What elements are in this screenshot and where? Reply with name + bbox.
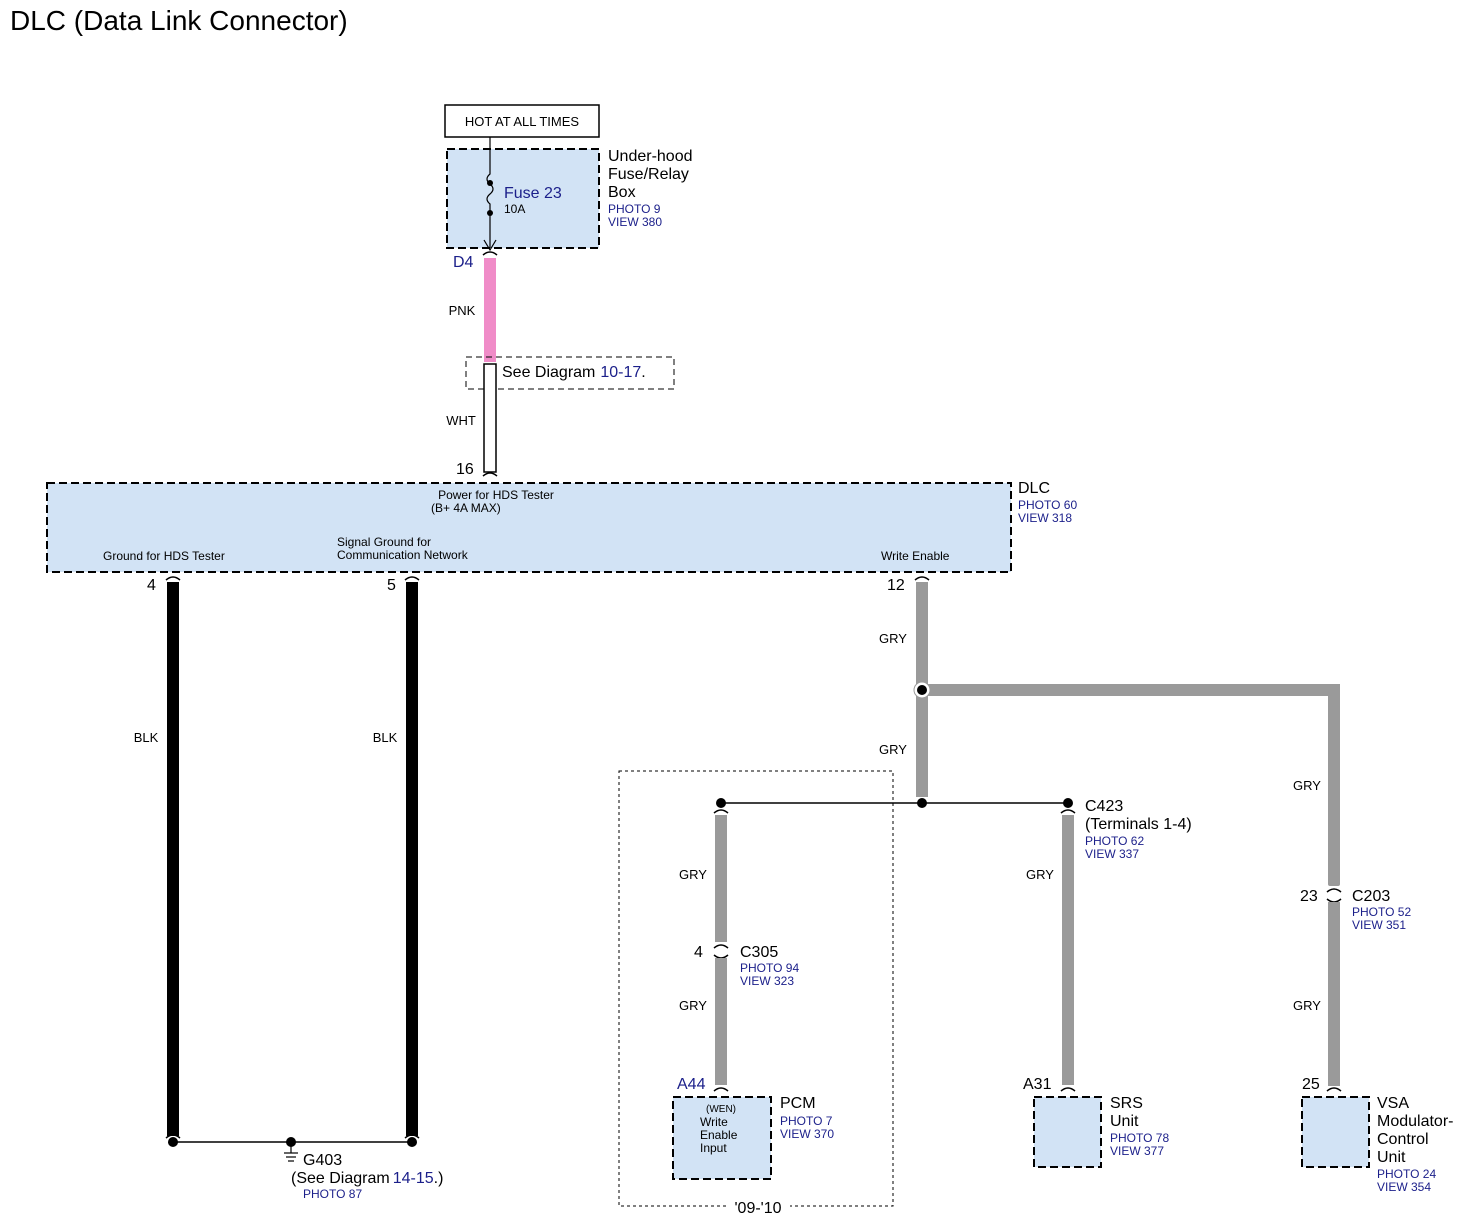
fuse-box-view: VIEW 380 bbox=[608, 215, 662, 229]
c423-view: VIEW 337 bbox=[1085, 847, 1139, 861]
dlc-signal-ground-2: Communication Network bbox=[337, 548, 469, 562]
c423-name: C423 bbox=[1085, 798, 1123, 815]
vsa-name-4: Unit bbox=[1377, 1149, 1406, 1166]
srs-box bbox=[1033, 1096, 1102, 1168]
srs-name-1: SRS bbox=[1110, 1095, 1143, 1112]
wire-gry-label-vsa-1: GRY bbox=[1293, 778, 1321, 793]
dlc-signal-ground-1: Signal Ground for bbox=[337, 535, 431, 549]
vsa-pin: 25 bbox=[1302, 1076, 1320, 1093]
dlc-photo: PHOTO 60 bbox=[1018, 498, 1077, 512]
wire-pnk bbox=[484, 258, 496, 362]
fuse-box bbox=[446, 148, 600, 249]
hot-label: HOT AT ALL TIMES bbox=[465, 114, 579, 129]
pcm-inner-2: Write bbox=[700, 1115, 728, 1129]
pcm-pin: A44 bbox=[677, 1076, 706, 1093]
wire-gry-vsa bbox=[1328, 902, 1340, 1086]
see-diagram-box bbox=[465, 356, 675, 390]
c203-name: C203 bbox=[1352, 888, 1390, 905]
wire-gry-srs bbox=[1062, 815, 1074, 1085]
ground-icon bbox=[284, 1142, 298, 1162]
fuse-rating: 10A bbox=[504, 202, 525, 216]
pcm-inner-3: Enable bbox=[700, 1128, 738, 1142]
diagram-title: DLC (Data Link Connector) bbox=[10, 5, 348, 36]
c423-terminals: (Terminals 1-4) bbox=[1085, 816, 1192, 833]
vsa-name-1: VSA bbox=[1377, 1095, 1409, 1112]
ground-photo: PHOTO 87 bbox=[303, 1187, 362, 1201]
c305-photo: PHOTO 94 bbox=[740, 961, 799, 975]
pcm-view: VIEW 370 bbox=[780, 1127, 834, 1141]
fuse-box-name-2: Fuse/Relay bbox=[608, 166, 689, 183]
c203-pin: 23 bbox=[1300, 888, 1318, 905]
ground-name: G403 bbox=[303, 1152, 342, 1169]
fuse-box-photo: PHOTO 9 bbox=[608, 202, 661, 216]
pcm-inner-4: Input bbox=[700, 1141, 727, 1155]
fuse-box-name-1: Under-hood bbox=[608, 148, 693, 165]
dlc-view: VIEW 318 bbox=[1018, 511, 1072, 525]
pcm-box bbox=[672, 1096, 772, 1180]
dlc-pin-5: 5 bbox=[387, 577, 396, 594]
wire-blk-label-1: BLK bbox=[134, 730, 159, 745]
wire-wht-label: WHT bbox=[446, 413, 476, 428]
wire-blk-ground bbox=[167, 582, 179, 1136]
fuse-box-name-3: Box bbox=[608, 184, 636, 201]
fuse-pin: D4 bbox=[453, 254, 474, 271]
wire-gry-label-pcm-2: GRY bbox=[679, 998, 707, 1013]
dlc-pin-4: 4 bbox=[147, 577, 156, 594]
pcm-photo: PHOTO 7 bbox=[780, 1114, 833, 1128]
dlc-write-enable: Write Enable bbox=[881, 549, 950, 563]
srs-view: VIEW 377 bbox=[1110, 1144, 1164, 1158]
srs-photo: PHOTO 78 bbox=[1110, 1131, 1169, 1145]
dlc-power-1: Power for HDS Tester bbox=[438, 488, 554, 502]
vsa-box bbox=[1301, 1096, 1370, 1168]
wire-gry-label-pcm-1: GRY bbox=[679, 867, 707, 882]
wire-gry-label-vsa-2: GRY bbox=[1293, 998, 1321, 1013]
wire-pnk-label: PNK bbox=[449, 303, 476, 318]
dlc-pin-12: 12 bbox=[887, 577, 905, 594]
wire-gry-label-srs: GRY bbox=[1026, 867, 1054, 882]
dlc-box bbox=[46, 482, 1012, 573]
dlc-pin-16: 16 bbox=[456, 461, 474, 478]
wire-gry-pcm-1 bbox=[715, 815, 727, 942]
vsa-view: VIEW 354 bbox=[1377, 1180, 1431, 1194]
wire-gry-pcm-2 bbox=[715, 958, 727, 1085]
fuse-symbol-icon bbox=[486, 160, 494, 216]
wire-wht bbox=[483, 363, 497, 473]
c203-photo: PHOTO 52 bbox=[1352, 905, 1411, 919]
wire-gry-label-trunk-2: GRY bbox=[879, 742, 907, 757]
c305-view: VIEW 323 bbox=[740, 974, 794, 988]
vsa-photo: PHOTO 24 bbox=[1377, 1167, 1436, 1181]
wire-gry-branch-vsa bbox=[922, 684, 1340, 696]
srs-pin: A31 bbox=[1023, 1076, 1052, 1093]
wire-blk-label-2: BLK bbox=[373, 730, 398, 745]
c203-view: VIEW 351 bbox=[1352, 918, 1406, 932]
srs-name-2: Unit bbox=[1110, 1113, 1139, 1130]
fuse-name: Fuse 23 bbox=[504, 185, 562, 202]
wire-gry-label-trunk: GRY bbox=[879, 631, 907, 646]
c423-photo: PHOTO 62 bbox=[1085, 834, 1144, 848]
vsa-name-3: Control bbox=[1377, 1131, 1429, 1148]
vsa-name-2: Modulator- bbox=[1377, 1113, 1453, 1130]
wire-blk-signal bbox=[406, 582, 418, 1136]
year-label: '09-'10 bbox=[734, 1200, 781, 1217]
pcm-name: PCM bbox=[780, 1095, 816, 1112]
arrow-icon bbox=[483, 239, 497, 252]
c305-name: C305 bbox=[740, 944, 778, 961]
dlc-power-2: (B+ 4A MAX) bbox=[431, 501, 501, 515]
c305-pin: 4 bbox=[694, 944, 703, 961]
pcm-inner-1: (WEN) bbox=[706, 1104, 736, 1115]
dlc-name: DLC bbox=[1018, 480, 1050, 497]
hot-label-box bbox=[444, 104, 600, 138]
dlc-ground-label: Ground for HDS Tester bbox=[103, 549, 225, 563]
